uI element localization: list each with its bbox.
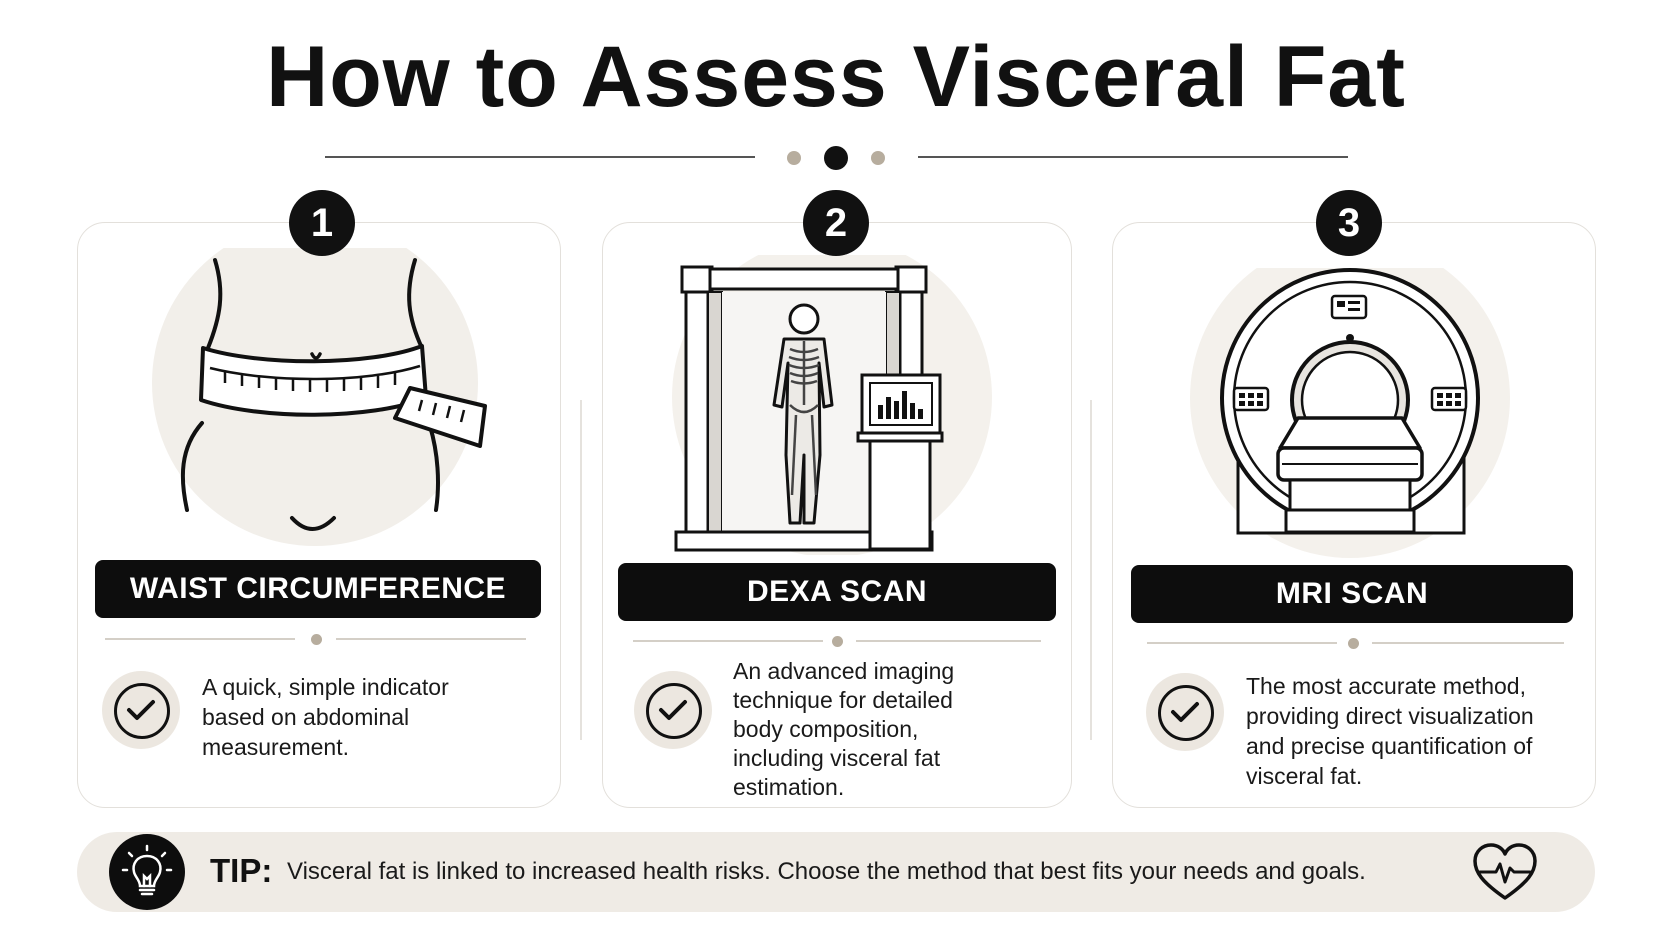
dexa-scanner-illustration [672, 255, 992, 555]
step-number-badge: 3 [1316, 190, 1382, 256]
page-title: How to Assess Visceral Fat [266, 29, 1406, 125]
mri-machine-illustration [1190, 268, 1510, 558]
card-divider-line [105, 638, 295, 640]
lightbulb-icon [109, 834, 185, 910]
card-divider-dot [832, 636, 843, 647]
card-divider-line [1147, 642, 1337, 644]
header-divider-right [918, 156, 1348, 158]
step-number-badge: 2 [803, 190, 869, 256]
check-icon [1146, 673, 1224, 751]
card-divider-line [1372, 642, 1564, 644]
card-separator [1090, 400, 1092, 740]
tip-banner: TIP: Visceral fat is linked to increased… [77, 832, 1595, 912]
tip-text: Visceral fat is linked to increased heal… [287, 858, 1366, 885]
tip-label: TIP: [210, 852, 273, 889]
method-label: MRI SCAN [1131, 565, 1573, 623]
card-divider-dot [311, 634, 322, 645]
heart-pulse-icon [1473, 843, 1537, 900]
card-divider-line [856, 640, 1041, 642]
waist-tape-measure-illustration [152, 248, 487, 546]
method-label: DEXA SCAN [618, 563, 1056, 621]
card-separator [580, 400, 582, 740]
method-label: WAIST CIRCUMFERENCE [95, 560, 541, 618]
check-icon [634, 671, 712, 749]
check-icon [102, 671, 180, 749]
method-description: A quick, simple indicator based on abdom… [202, 674, 449, 760]
card-divider-line [633, 640, 823, 642]
header-dot-center [824, 146, 848, 170]
card-divider-line [336, 638, 526, 640]
header-dot-left [787, 151, 801, 165]
method-description: An advanced imaging technique for detail… [733, 658, 955, 800]
header-dot-right [871, 151, 885, 165]
method-description: The most accurate method, providing dire… [1246, 673, 1534, 789]
card-divider-dot [1348, 638, 1359, 649]
step-number-badge: 1 [289, 190, 355, 256]
header-divider-left [325, 156, 755, 158]
